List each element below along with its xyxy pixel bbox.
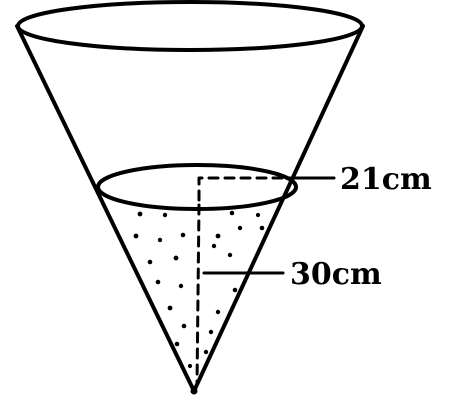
cone-right-side — [192, 24, 365, 393]
cone-rim — [16, 0, 364, 52]
water-stipple — [133, 210, 265, 369]
height-label: 30cm — [290, 257, 382, 292]
water-surface — [96, 163, 298, 211]
height-line — [195, 203, 201, 387]
radius-line — [197, 176, 295, 202]
cone-apex — [190, 387, 198, 395]
cone-left-side — [15, 24, 196, 393]
radius-label: 21cm — [340, 162, 432, 197]
